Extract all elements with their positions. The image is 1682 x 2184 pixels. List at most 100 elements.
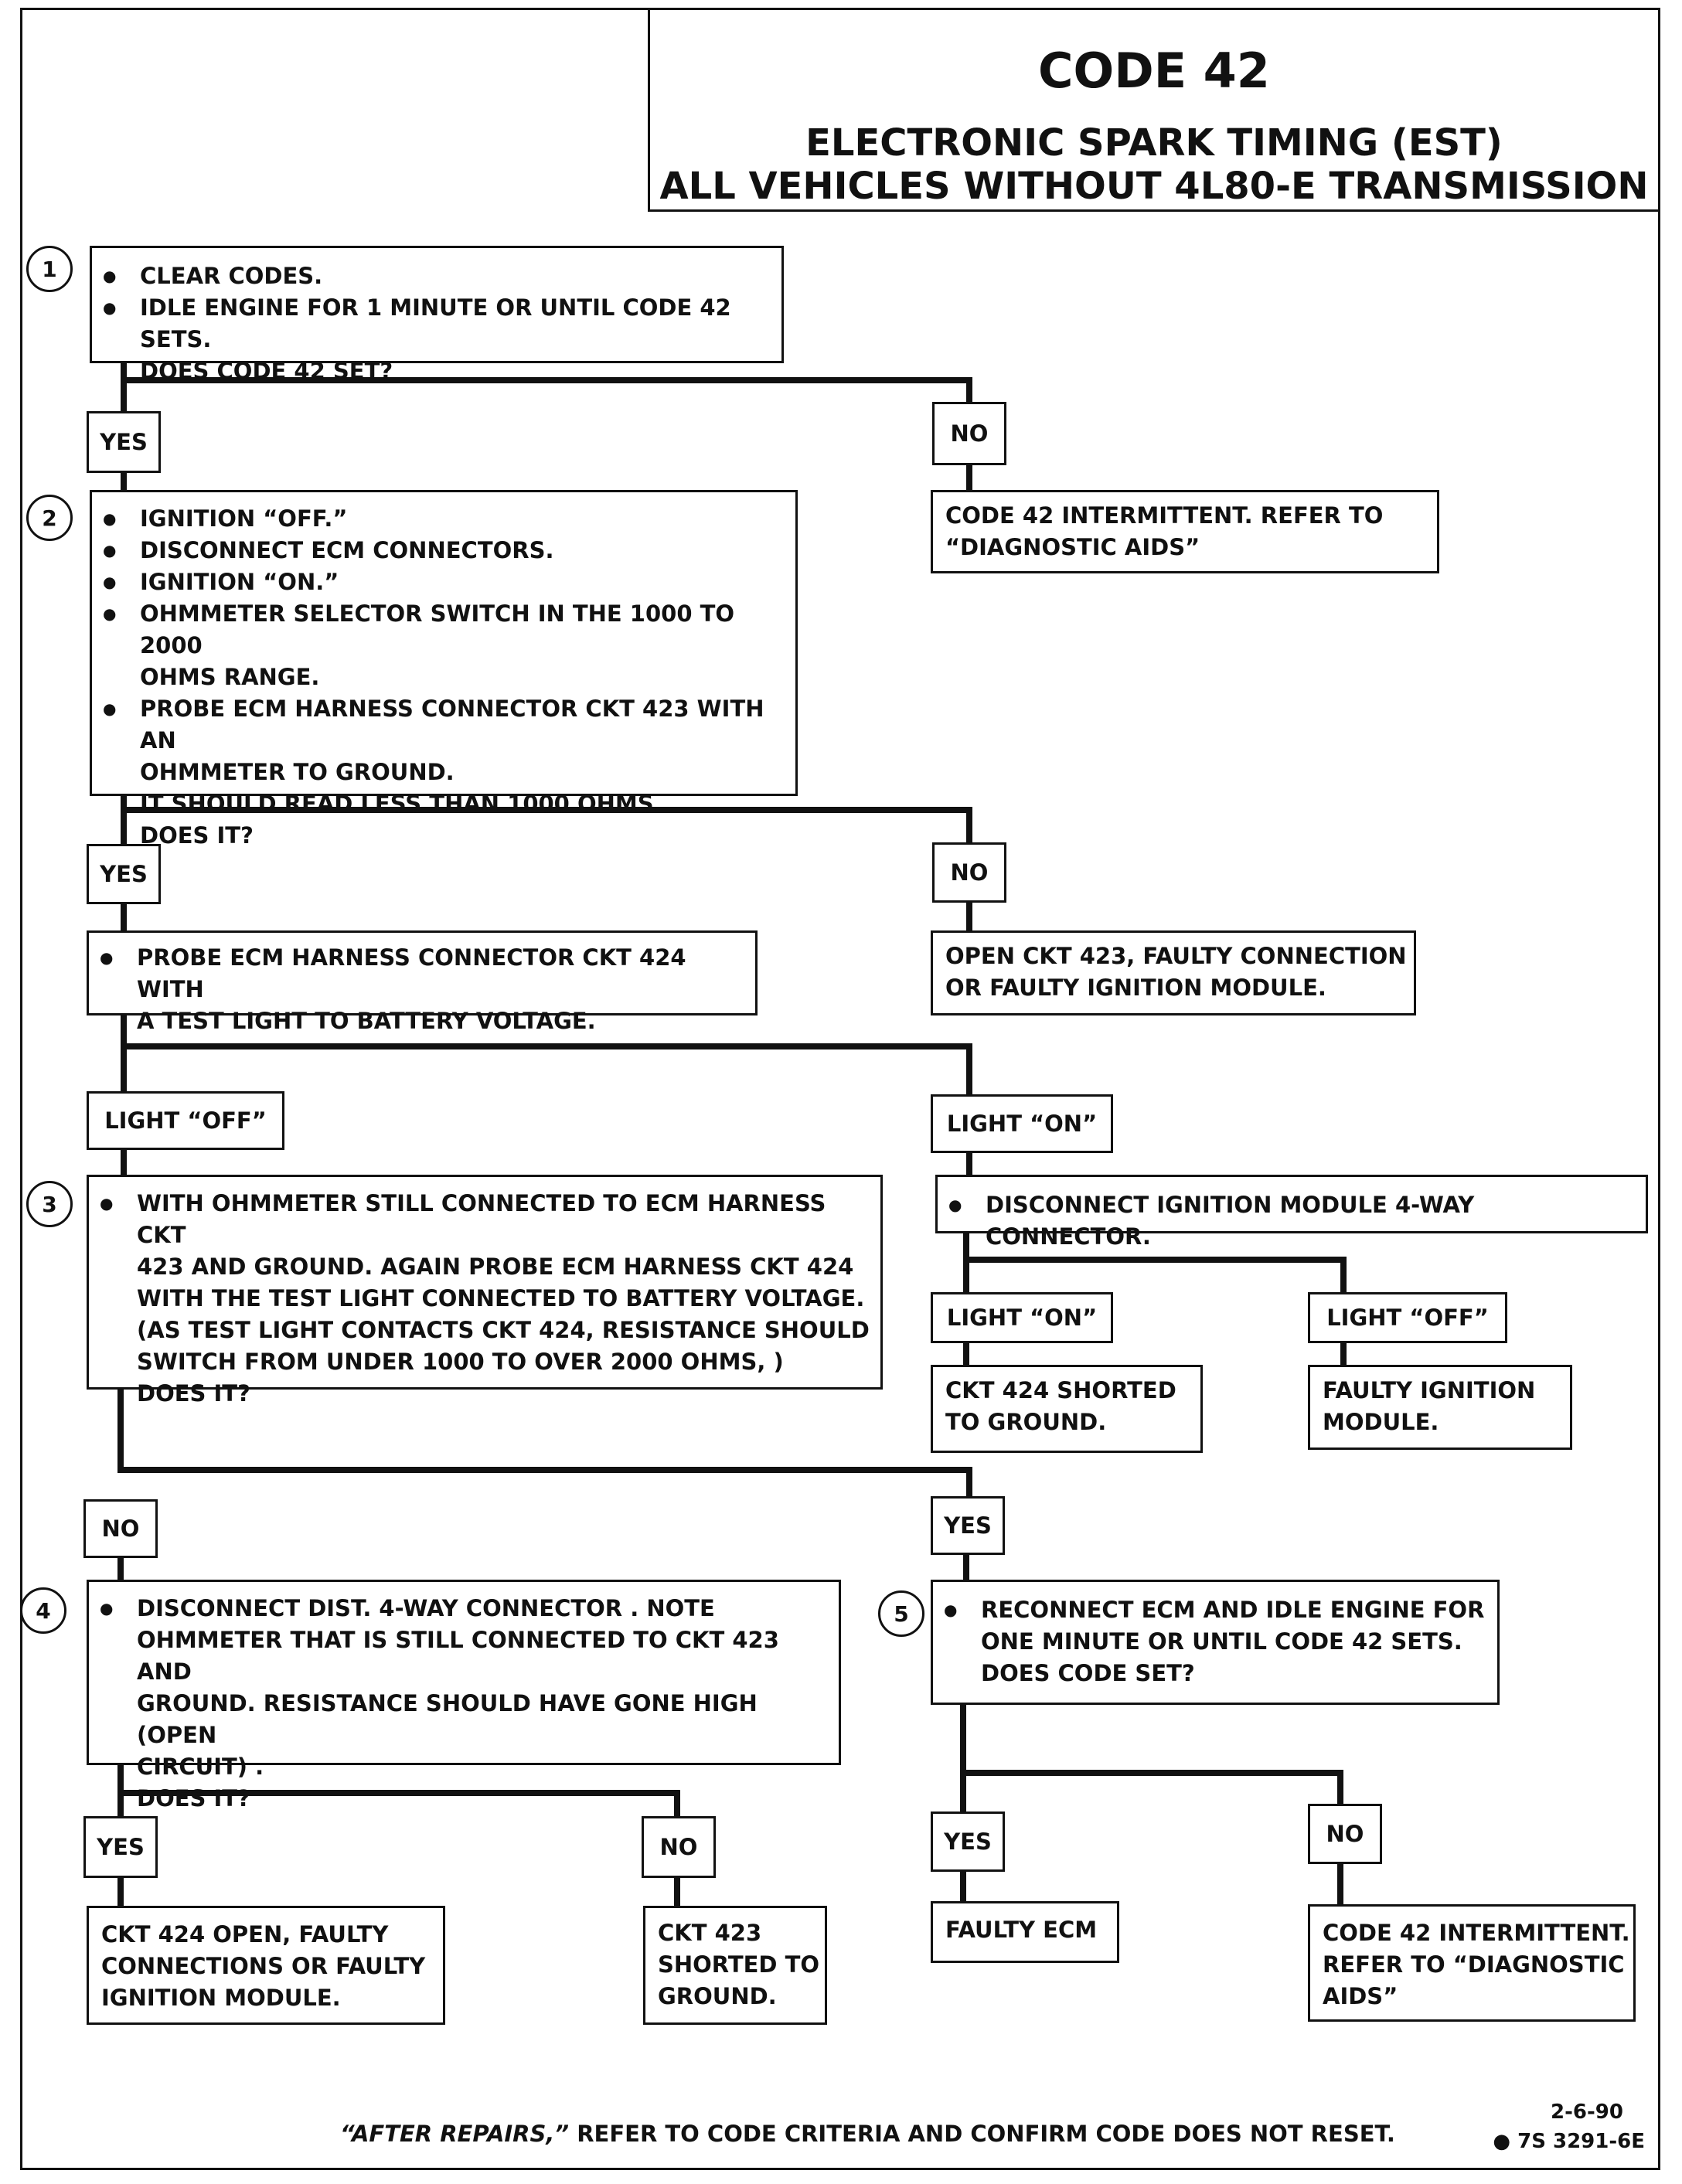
connector-line — [121, 471, 127, 492]
connector-line — [960, 1703, 966, 1815]
connector-line — [966, 1043, 972, 1096]
step-4-text: GROUND. RESISTANCE SHOULD HAVE GONE HIGH… — [137, 1690, 758, 1748]
document-number: ● 7S 3291-6E — [1493, 2130, 1645, 2153]
disconnect-bullet: DISCONNECT IGNITION MODULE 4-WAY CONNECT… — [938, 1189, 1646, 1253]
branch-light-on: LIGHT “ON” — [931, 1292, 1113, 1343]
result-line: CKT 424 SHORTED — [945, 1377, 1176, 1403]
step-4-text: OHMMETER THAT IS STILL CONNECTED TO CKT … — [137, 1627, 779, 1685]
step-2-bullet: DISCONNECT ECM CONNECTORS. — [92, 535, 795, 566]
step-2-bullet: OHMMETER SELECTOR SWITCH IN THE 1000 TO … — [92, 598, 795, 662]
result-line: OR FAULTY IGNITION MODULE. — [945, 975, 1326, 1001]
probe-text: A TEST LIGHT TO BATTERY VOLTAGE. — [137, 1008, 596, 1034]
branch-yes: YES — [83, 1816, 158, 1878]
step-4-box: DISCONNECT DIST. 4-WAY CONNECTOR . NOTE … — [87, 1580, 841, 1811]
connector-line — [1337, 1863, 1343, 1909]
title-block: CODE 42 ELECTRONIC SPARK TIMING (EST) AL… — [648, 8, 1660, 212]
result-ckt423-shorted: CKT 423 SHORTED TO GROUND. — [643, 1906, 827, 2025]
step-5-bullet: RECONNECT ECM AND IDLE ENGINE FOR — [933, 1594, 1497, 1626]
branch-yes: YES — [87, 844, 161, 904]
result-line: CKT 424 OPEN, FAULTY — [101, 1921, 389, 1948]
step-1-question: DOES CODE 42 SET? — [140, 358, 393, 384]
connector-line — [1340, 1342, 1347, 1368]
result-ckt424-shorted: CKT 424 SHORTED TO GROUND. — [931, 1365, 1203, 1453]
result-line: FAULTY IGNITION — [1323, 1377, 1536, 1403]
step-2-marker: 2 — [26, 495, 73, 541]
branch-yes: YES — [931, 1811, 1005, 1872]
connector-line — [966, 377, 972, 403]
step-3-bullet: WITH OHMMETER STILL CONNECTED TO ECM HAR… — [89, 1188, 880, 1251]
connector-line — [121, 360, 127, 413]
result-line: IGNITION MODULE. — [101, 1985, 341, 2011]
connector-line — [966, 1467, 972, 1499]
branch-yes: YES — [87, 411, 161, 473]
probe-ckt424-box: PROBE ECM HARNESS CONNECTOR CKT 424 WITH… — [87, 930, 758, 1034]
connector-line — [966, 807, 972, 842]
connector-line — [121, 807, 972, 813]
step-2-text: OHMMETER TO GROUND. — [140, 759, 455, 785]
result-line: REFER TO “DIAGNOSTIC — [1323, 1951, 1625, 1978]
step-4-question: DOES IT? — [137, 1785, 250, 1811]
disconnect-ignition-module-box: DISCONNECT IGNITION MODULE 4-WAY CONNECT… — [935, 1175, 1648, 1250]
connector-line — [121, 794, 127, 845]
step-1-box: CLEAR CODES. IDLE ENGINE FOR 1 MINUTE OR… — [90, 246, 784, 384]
result-open-ckt423: OPEN CKT 423, FAULTY CONNECTION OR FAULT… — [931, 930, 1416, 1015]
connector-line — [963, 1340, 969, 1366]
step-5-marker: 5 — [878, 1590, 924, 1637]
connector-line — [117, 1876, 124, 1907]
step-3-question: DOES IT? — [137, 1380, 250, 1407]
connector-line — [121, 903, 127, 932]
step-1-bullet: CLEAR CODES. — [92, 260, 781, 292]
branch-light-on: LIGHT “ON” — [931, 1094, 1113, 1153]
result-line: GROUND. — [658, 1983, 777, 2009]
step-3-text: SWITCH FROM UNDER 1000 TO OVER 2000 OHMS… — [137, 1349, 784, 1375]
result-code42-intermittent-2: CODE 42 INTERMITTENT. REFER TO “DIAGNOST… — [1308, 1904, 1636, 2022]
step-2-bullet: PROBE ECM HARNESS CONNECTOR CKT 423 WITH… — [92, 693, 795, 757]
result-line: SHORTED TO — [658, 1951, 820, 1978]
step-2-bullet: IGNITION “ON.” — [92, 566, 795, 598]
result-line: AIDS” — [1323, 1983, 1398, 2009]
connector-line — [674, 1790, 680, 1818]
connector-line — [960, 1870, 966, 1903]
connector-line — [121, 1148, 127, 1179]
connector-line — [121, 1043, 972, 1049]
connector-line — [966, 464, 972, 492]
connector-line — [117, 1467, 972, 1473]
connector-line — [963, 1257, 1347, 1263]
connector-line — [117, 1790, 680, 1796]
subtitle-est: ELECTRONIC SPARK TIMING (EST) — [805, 121, 1503, 165]
step-3-box: WITH OHMMETER STILL CONNECTED TO ECM HAR… — [87, 1175, 883, 1407]
result-line: TO GROUND. — [945, 1409, 1107, 1435]
branch-no: NO — [1308, 1804, 1382, 1864]
step-2-text: OHMS RANGE. — [140, 664, 320, 690]
result-line: CODE 42 INTERMITTENT. REFER TO — [945, 502, 1384, 529]
subtitle-vehicles: ALL VEHICLES WITHOUT 4L80-E TRANSMISSION — [659, 165, 1649, 208]
branch-no: NO — [932, 402, 1006, 465]
connector-line — [121, 377, 972, 383]
footer-note-text: REFER TO CODE CRITERIA AND CONFIRM CODE … — [569, 2121, 1395, 2147]
step-4-marker: 4 — [20, 1587, 66, 1634]
connector-line — [963, 1553, 969, 1583]
step-5-question: DOES CODE SET? — [981, 1660, 1195, 1686]
result-line: CKT 423 — [658, 1920, 762, 1946]
connector-line — [674, 1876, 680, 1907]
step-3-marker: 3 — [26, 1181, 73, 1227]
step-4-text: CIRCUIT) . — [137, 1754, 264, 1780]
result-line: FAULTY ECM — [945, 1917, 1098, 1943]
step-2-text: IT SHOULD READ LESS THAN 1000 OHMS. — [140, 791, 662, 817]
step-3-text: WITH THE TEST LIGHT CONNECTED TO BATTERY… — [137, 1285, 865, 1311]
step-2-bullet: IGNITION “OFF.” — [92, 503, 795, 535]
connector-line — [966, 1152, 972, 1176]
connector-line — [1337, 1770, 1343, 1805]
branch-no: NO — [932, 842, 1006, 903]
branch-light-off: LIGHT “OFF” — [1308, 1292, 1507, 1343]
code-title: CODE 42 — [1038, 43, 1270, 99]
revision-date: 2-6-90 — [1551, 2101, 1623, 2124]
step-2-box: IGNITION “OFF.” DISCONNECT ECM CONNECTOR… — [90, 490, 798, 849]
branch-no: NO — [83, 1499, 158, 1558]
step-1-marker: 1 — [26, 246, 73, 292]
step-3-text: 423 AND GROUND. AGAIN PROBE ECM HARNESS … — [137, 1254, 854, 1280]
result-line: MODULE. — [1323, 1409, 1439, 1435]
branch-light-off: LIGHT “OFF” — [87, 1091, 284, 1150]
result-line: CONNECTIONS OR FAULTY — [101, 1953, 426, 1979]
result-line: CODE 42 INTERMITTENT. — [1323, 1920, 1630, 1946]
